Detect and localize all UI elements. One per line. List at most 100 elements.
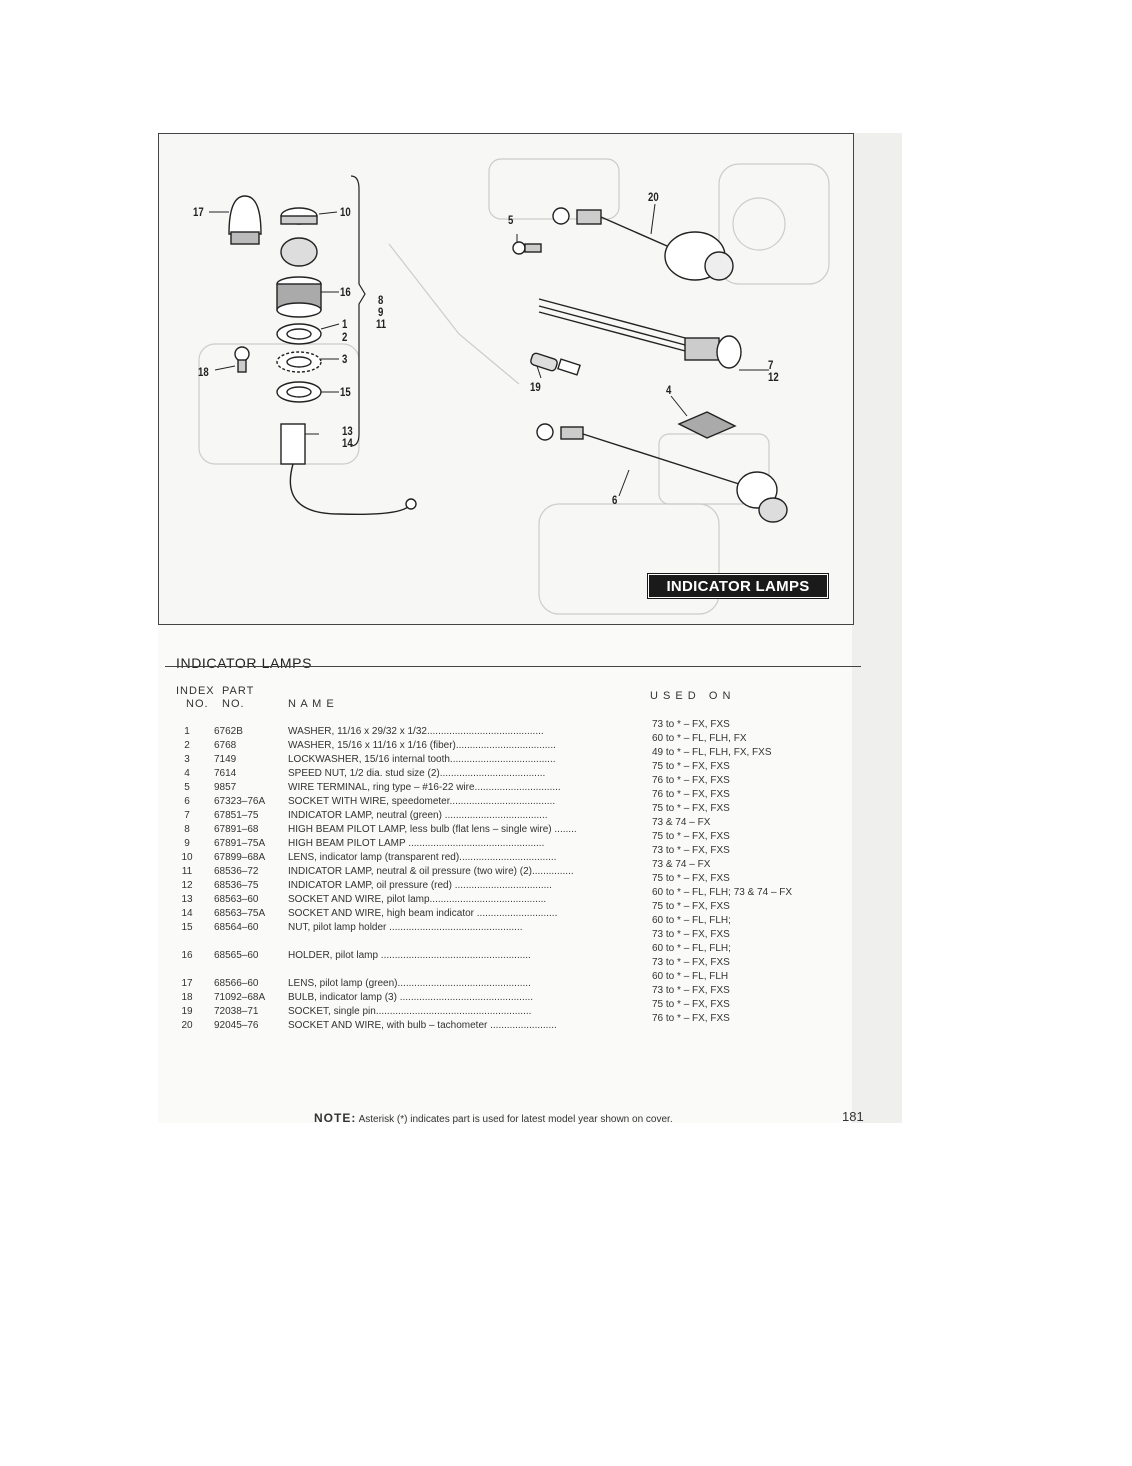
- used-on-line: 75 to * – FX, FXS: [652, 901, 730, 912]
- index-cell: 19: [181, 1006, 193, 1017]
- used-on-line: 73 to * – FX, FXS: [652, 985, 730, 996]
- figure-banner: INDICATOR LAMPS: [647, 573, 829, 599]
- header-name: N A M E: [288, 698, 335, 710]
- part-number-cell: 9857: [214, 782, 237, 793]
- speedo-terminal-6: [536, 423, 554, 441]
- used-on-line: 60 to * – FL, FLH, FX: [652, 733, 747, 744]
- index-cell: 10: [181, 852, 193, 863]
- part-number-cell: 92045–76: [214, 1020, 259, 1031]
- callout-4: 4: [666, 383, 672, 397]
- part-number-cell: 6768: [214, 740, 237, 751]
- part-number-cell: 68565–60: [214, 950, 259, 961]
- callout-18: 18: [198, 365, 209, 379]
- callout-12: 12: [768, 370, 779, 384]
- bulb-base-18: [237, 359, 247, 373]
- footnote: NOTE: Asterisk (*) indicates part is use…: [314, 1111, 673, 1125]
- part-number-cell: 67899–68A: [214, 852, 266, 863]
- callout-5: 5: [508, 213, 514, 227]
- used-on-line: 49 to * – FL, FLH, FX, FXS: [652, 747, 772, 758]
- callout-16: 16: [340, 285, 351, 299]
- index-cell: 11: [181, 866, 193, 877]
- part-name-cell: LOCKWASHER, 15/16 internal tooth........…: [288, 754, 556, 765]
- index-cell: 5: [184, 782, 190, 793]
- used-on-line: 60 to * – FL, FLH; 73 & 74 – FX: [652, 887, 793, 898]
- callout-7: 7: [768, 358, 774, 372]
- used-on-line: 75 to * – FX, FXS: [652, 803, 730, 814]
- lens-dome-17: [228, 195, 262, 235]
- single-pin-socket-19: [530, 352, 558, 372]
- index-cell: 4: [184, 768, 190, 779]
- used-on-line: 73 & 74 – FX: [652, 859, 711, 870]
- part-number-cell: 71092–68A: [214, 992, 266, 1003]
- used-on-line: 76 to * – FX, FXS: [652, 775, 730, 786]
- index-cell: 1: [184, 726, 190, 737]
- part-number-cell: 72038–71: [214, 1006, 259, 1017]
- part-name-cell: SPEED NUT, 1/2 dia. stud size (2).......…: [288, 768, 546, 779]
- wire-terminal-5: [512, 241, 526, 255]
- part-name-cell: WASHER, 15/16 x 11/16 x 1/16 (fiber)....…: [288, 740, 556, 751]
- index-cell: 13: [181, 894, 193, 905]
- part-name-cell: SOCKET WITH WIRE, speedometer...........…: [288, 796, 556, 807]
- header-used-on: U S E D O N: [650, 690, 732, 702]
- tach-wire-20: [600, 216, 668, 247]
- holder-bottom-16: [276, 302, 322, 318]
- part-name-cell: SOCKET AND WIRE, with bulb – tachometer …: [288, 1020, 557, 1031]
- parts-illustration: [198, 158, 830, 615]
- callout-8: 8: [378, 293, 384, 307]
- part-number-cell: 67891–75A: [214, 838, 266, 849]
- callout-11: 11: [376, 317, 387, 331]
- indicator-wire-b: [538, 305, 690, 347]
- part-number-cell: 68536–72: [214, 866, 259, 877]
- used-on-line: 76 to * – FX, FXS: [652, 1013, 730, 1024]
- callout-9: 9: [378, 305, 384, 319]
- part-number-cell: 67851–75: [214, 810, 259, 821]
- callout-2: 2: [342, 330, 348, 344]
- part-name-cell: INDICATOR LAMP, oil pressure (red) .....…: [288, 880, 552, 891]
- part-name-cell: SOCKET, single pin......................…: [288, 1006, 532, 1017]
- used-on-line: 73 & 74 – FX: [652, 817, 711, 828]
- used-on-line: 75 to * – FX, FXS: [652, 761, 730, 772]
- washer-hole-1: [286, 328, 312, 340]
- part-number-cell: 6762B: [214, 726, 243, 737]
- assembly-bracket: [350, 175, 366, 447]
- part-name-cell: LENS, indicator lamp (transparent red)..…: [288, 852, 557, 863]
- page-number: 181: [842, 1109, 864, 1124]
- callout-19: 19: [530, 380, 541, 394]
- part-number-cell: 68564–60: [214, 922, 259, 933]
- used-on-line: 60 to * – FL, FLH;: [652, 915, 731, 926]
- index-cell: 14: [181, 908, 193, 919]
- index-cell: 17: [181, 978, 193, 989]
- socket-wire-13: [289, 463, 410, 515]
- socket-13: [280, 423, 306, 465]
- header-index: INDEX: [176, 685, 215, 697]
- used-on-line: 60 to * – FL, FLH: [652, 971, 729, 982]
- part-name-cell: LENS, pilot lamp (green)................…: [288, 978, 531, 989]
- part-name-cell: INDICATOR LAMP, neutral & oil pressure (…: [288, 866, 574, 877]
- part-name-cell: WIRE TERMINAL, ring type – #16-22 wire..…: [288, 782, 561, 793]
- used-on-line: 75 to * – FX, FXS: [652, 873, 730, 884]
- index-cell: 6: [184, 796, 190, 807]
- indicator-wire-a: [538, 298, 690, 340]
- callout-10: 10: [340, 205, 351, 219]
- part-name-cell: BULB, indicator lamp (3) ...............…: [288, 992, 534, 1003]
- used-on-line: 60 to * – FL, FLH;: [652, 943, 731, 954]
- part-number-cell: 68563–75A: [214, 908, 266, 919]
- high-beam-lens: [280, 237, 318, 267]
- part-number-cell: 67891–68: [214, 824, 259, 835]
- lockwasher-hole-3: [286, 356, 312, 368]
- socket-terminal-13: [405, 498, 417, 510]
- parts-diagram: [158, 133, 854, 625]
- part-number-cell: 7149: [214, 754, 237, 765]
- index-cell: 12: [181, 880, 193, 891]
- part-number-cell: 68536–75: [214, 880, 259, 891]
- part-number-cell: 7614: [214, 768, 237, 779]
- callout-6: 6: [612, 493, 618, 507]
- used-on-line: 73 to * – FX, FXS: [652, 719, 730, 730]
- speedo-sleeve-6: [560, 426, 584, 440]
- callout-20: 20: [648, 190, 659, 204]
- tach-sleeve-20: [576, 209, 602, 225]
- leader-lines: [209, 203, 769, 497]
- part-name-cell: WASHER, 11/16 x 29/32 x 1/32............…: [288, 726, 544, 737]
- speed-nut-4: [677, 411, 737, 439]
- wire-terminal-crimp-5: [524, 243, 542, 253]
